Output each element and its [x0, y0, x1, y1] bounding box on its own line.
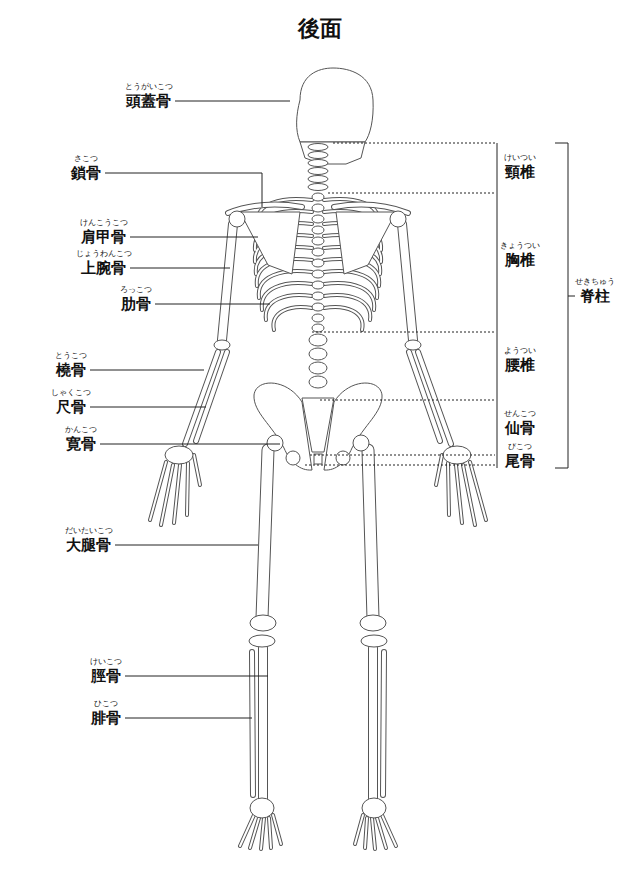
region-dividers: [305, 143, 495, 465]
bone-label: 寛骨: [66, 435, 96, 453]
furigana: とうがいこつ: [125, 82, 173, 91]
furigana: じょうわんこつ: [76, 249, 132, 258]
furigana: ろっこつ: [120, 285, 152, 294]
bone-label: 尾骨: [505, 452, 535, 470]
furigana: きょうつい: [500, 241, 540, 250]
furigana: とうこつ: [55, 351, 87, 360]
furigana: けいこつ: [90, 657, 122, 666]
bone-label: 腓骨: [91, 709, 121, 727]
bone-label: 脊柱: [580, 287, 610, 305]
bone-label: 頸椎: [505, 163, 535, 181]
bone-label: 大腿骨: [66, 536, 111, 554]
bone-label: 橈骨: [56, 361, 86, 379]
bone-label: 鎖骨: [71, 164, 101, 182]
bone-label: 肩甲骨: [81, 228, 126, 246]
furigana: かんこつ: [65, 425, 97, 434]
bone-label: 上腕骨: [81, 259, 126, 277]
furigana: けんこうこつ: [80, 218, 128, 227]
bone-label: 肋骨: [121, 295, 151, 313]
furigana: しゃくこつ: [51, 388, 91, 397]
bone-label: 脛骨: [91, 667, 121, 685]
diagram-title: 後面: [298, 16, 342, 42]
furigana: ようつい: [504, 346, 536, 355]
furigana: びこつ: [508, 442, 532, 451]
furigana: せんこつ: [504, 409, 536, 418]
bone-label: 尺骨: [56, 398, 86, 416]
furigana: さこつ: [74, 154, 98, 163]
furigana: けいつい: [504, 153, 536, 162]
furigana: せきちゅう: [575, 277, 615, 286]
furigana: ひこつ: [94, 699, 118, 708]
bone-label: 腰椎: [505, 356, 535, 374]
bone-label: 胸椎: [505, 251, 535, 269]
furigana: だいたいこつ: [65, 526, 113, 535]
bone-label: 仙骨: [505, 419, 535, 437]
leader-lines: [90, 101, 575, 718]
bone-label: 頭蓋骨: [126, 92, 171, 110]
